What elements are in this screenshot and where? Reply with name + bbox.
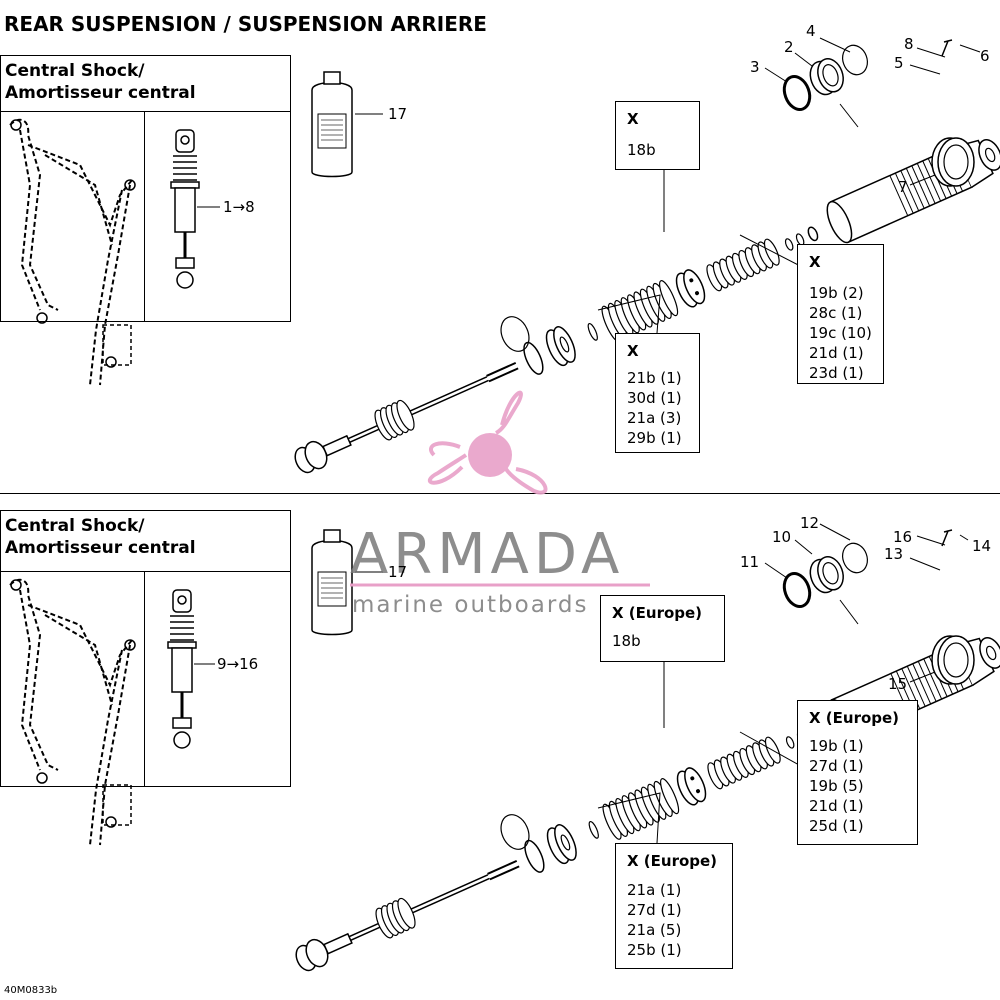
callout-head: X (Europe) bbox=[627, 852, 718, 870]
callout-items: 19b (2) 28c (1) 19c (10) 21d (1) 23d (1) bbox=[809, 283, 872, 383]
callout-items: 21a (1) 27d (1) 21a (5) 25b (1) bbox=[627, 880, 682, 960]
watermark-tagline: marine outboards bbox=[352, 592, 589, 618]
callout-item: 18b bbox=[627, 141, 656, 159]
callout-item: 21a (3) bbox=[627, 409, 682, 427]
part-number: 12 bbox=[800, 514, 820, 532]
page-title: REAR SUSPENSION / SUSPENSION ARRIERE bbox=[4, 12, 487, 36]
spanner-nut-part bbox=[931, 635, 975, 685]
reference-title-line2: Amortisseur central bbox=[5, 83, 196, 103]
callout-item: 21a (5) bbox=[627, 921, 682, 939]
reference-split-line bbox=[144, 572, 145, 787]
callout-item: 27d (1) bbox=[627, 901, 682, 919]
watermark-brand: ARMADA bbox=[350, 522, 625, 587]
mini-shock-sketch bbox=[166, 588, 198, 750]
part-number: 13 bbox=[884, 545, 904, 563]
reference-title-rule bbox=[1, 111, 290, 112]
callout-box: X (Europe) 18b bbox=[600, 595, 725, 662]
callout-item: 21d (1) bbox=[809, 797, 864, 815]
callout-head: X bbox=[627, 342, 639, 360]
reference-title-rule bbox=[1, 571, 290, 572]
mini-shock-sketch bbox=[169, 128, 201, 290]
part-number: 5 bbox=[894, 54, 904, 72]
range-label: 9→16 bbox=[217, 655, 259, 673]
range-label: 1→8 bbox=[223, 198, 255, 216]
part-number: 3 bbox=[750, 58, 760, 76]
callout-item: 19b (1) bbox=[809, 737, 864, 755]
fluid-bottle bbox=[311, 71, 353, 178]
part-number: 11 bbox=[740, 553, 760, 571]
callout-head: X (Europe) bbox=[809, 709, 900, 727]
callout-item: 28c (1) bbox=[809, 304, 863, 322]
oring-part bbox=[837, 539, 873, 577]
callout-box: X 21b (1) 30d (1) 21a (3) 29b (1) bbox=[615, 333, 700, 453]
fluid-bottle bbox=[311, 529, 353, 636]
ring-part bbox=[778, 568, 816, 612]
ring-part bbox=[778, 71, 816, 115]
callout-item: 18b bbox=[612, 632, 641, 650]
part-number: 15 bbox=[888, 675, 908, 693]
callout-box: X (Europe) 21a (1) 27d (1) 21a (5) 25b (… bbox=[615, 843, 733, 969]
part-number: 8 bbox=[904, 35, 914, 53]
callout-head: X bbox=[627, 110, 639, 128]
callout-box: X (Europe) 19b (1) 27d (1) 19b (5) 21d (… bbox=[797, 700, 918, 845]
callout-items: 19b (1) 27d (1) 19b (5) 21d (1) 25d (1) bbox=[809, 736, 864, 836]
callout-item: 27d (1) bbox=[809, 757, 864, 775]
callout-head: X (Europe) bbox=[612, 604, 703, 622]
callout-item: 19c (10) bbox=[809, 324, 872, 342]
callout-item: 21a (1) bbox=[627, 881, 682, 899]
reference-title-line2: Amortisseur central bbox=[5, 538, 196, 558]
reference-box-top: Central Shock/ Amortisseur central bbox=[0, 55, 291, 322]
part-number: 10 bbox=[772, 528, 792, 546]
collar-part bbox=[805, 54, 849, 99]
frame-sketch bbox=[9, 578, 136, 846]
callout-head: X bbox=[809, 253, 821, 271]
callout-box: X 19b (2) 28c (1) 19c (10) 21d (1) 23d (… bbox=[797, 244, 884, 384]
callout-box: X 18b bbox=[615, 101, 700, 170]
part-number: 7 bbox=[898, 178, 908, 196]
callout-item: 25b (1) bbox=[627, 941, 682, 959]
part-number: 4 bbox=[806, 22, 816, 40]
callout-item: 23d (1) bbox=[809, 364, 864, 382]
propeller-logo bbox=[428, 390, 548, 495]
callout-item: 25d (1) bbox=[809, 817, 864, 835]
callout-item: 21d (1) bbox=[809, 344, 864, 362]
collar-part bbox=[805, 552, 849, 597]
reference-box-bottom: Central Shock/ Amortisseur central bbox=[0, 510, 291, 787]
figure-code: 40M0833b bbox=[4, 985, 58, 996]
callout-items: 18b bbox=[627, 140, 656, 160]
callout-item: 19b (2) bbox=[809, 284, 864, 302]
frame-sketch bbox=[9, 118, 136, 386]
reference-title: Central Shock/ Amortisseur central bbox=[5, 60, 285, 104]
oring-part bbox=[837, 41, 873, 79]
part-number: 14 bbox=[972, 537, 992, 555]
part-number: 16 bbox=[893, 528, 913, 546]
callout-item: 30d (1) bbox=[627, 389, 682, 407]
section-divider bbox=[0, 493, 1000, 494]
part-number: 6 bbox=[980, 47, 990, 65]
reference-title-line1: Central Shock/ bbox=[5, 61, 145, 81]
callout-item: 29b (1) bbox=[627, 429, 682, 447]
reference-title: Central Shock/ Amortisseur central bbox=[5, 515, 285, 559]
spanner-nut-part bbox=[931, 137, 975, 187]
callout-items: 18b bbox=[612, 631, 641, 651]
callout-items: 21b (1) 30d (1) 21a (3) 29b (1) bbox=[627, 368, 682, 448]
reference-title-line1: Central Shock/ bbox=[5, 516, 145, 536]
callout-item: 21b (1) bbox=[627, 369, 682, 387]
part-number: 2 bbox=[784, 38, 794, 56]
callout-item: 19b (5) bbox=[809, 777, 864, 795]
part-number: 17 bbox=[388, 105, 408, 123]
part-number: 17 bbox=[388, 563, 408, 581]
reference-split-line bbox=[144, 112, 145, 322]
